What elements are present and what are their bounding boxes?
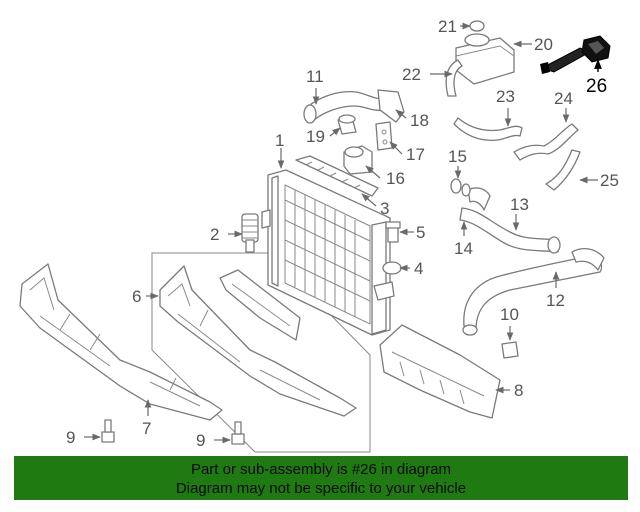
banner-line-2: Diagram may not be specific to your vehi… xyxy=(175,480,467,497)
clip xyxy=(385,221,401,243)
upper-seal xyxy=(295,155,379,197)
air-deflector-assembly xyxy=(159,265,357,417)
callout-20: 20 xyxy=(534,35,553,54)
housing xyxy=(343,145,373,175)
callout-26: 26 xyxy=(586,76,607,97)
info-banner: Part or sub-assembly is #26 in diagram D… xyxy=(14,456,628,500)
callout-21: 21 xyxy=(438,17,457,36)
callout-labels: 1 2 3 4 5 6 7 8 9 9 10 11 12 13 14 15 16… xyxy=(66,17,619,450)
callout-13: 13 xyxy=(510,195,529,214)
callout-14: 14 xyxy=(454,239,473,258)
callout-15: 15 xyxy=(448,147,467,166)
callout-4: 4 xyxy=(414,259,423,278)
lower-hose xyxy=(462,247,605,336)
lower-deflector xyxy=(379,324,501,419)
leader-lines xyxy=(84,22,602,444)
coolant-reservoir xyxy=(445,20,515,97)
lower-shroud xyxy=(19,263,223,421)
mounting-bolt xyxy=(241,213,259,253)
overflow-hoses xyxy=(453,117,581,191)
callout-11: 11 xyxy=(306,67,324,86)
callout-2: 2 xyxy=(210,225,219,244)
parts-diagram: 1 2 3 4 5 6 7 8 9 9 10 11 12 13 14 15 16… xyxy=(19,17,619,453)
thermostat xyxy=(337,114,357,135)
callout-17: 17 xyxy=(406,145,425,164)
callout-5: 5 xyxy=(416,223,425,242)
callout-25: 25 xyxy=(600,171,619,190)
bracket xyxy=(375,121,393,151)
callout-10: 10 xyxy=(500,305,519,324)
o-rings xyxy=(450,178,471,197)
radiator xyxy=(261,169,395,336)
clip-9-left xyxy=(101,419,115,443)
callout-6: 6 xyxy=(132,287,141,306)
callout-22: 22 xyxy=(402,65,421,84)
callout-8: 8 xyxy=(514,381,523,400)
callout-7: 7 xyxy=(142,419,151,438)
callout-16: 16 xyxy=(386,169,405,188)
clip-9-right xyxy=(231,421,245,445)
sensor-part-26[interactable] xyxy=(540,35,611,74)
callout-9-left: 9 xyxy=(66,428,75,447)
callout-9-right: 9 xyxy=(196,431,205,450)
callout-18: 18 xyxy=(410,111,429,130)
callout-1: 1 xyxy=(275,131,284,150)
callout-23: 23 xyxy=(496,87,515,106)
radiator-hose-13 xyxy=(459,187,561,254)
callout-24: 24 xyxy=(554,89,573,108)
callout-12: 12 xyxy=(546,291,565,310)
clip-10 xyxy=(501,341,519,359)
banner-line-1: Part or sub-assembly is #26 in diagram xyxy=(190,461,452,478)
callout-3: 3 xyxy=(380,199,389,218)
callout-19: 19 xyxy=(306,127,325,146)
grommet xyxy=(382,261,402,275)
